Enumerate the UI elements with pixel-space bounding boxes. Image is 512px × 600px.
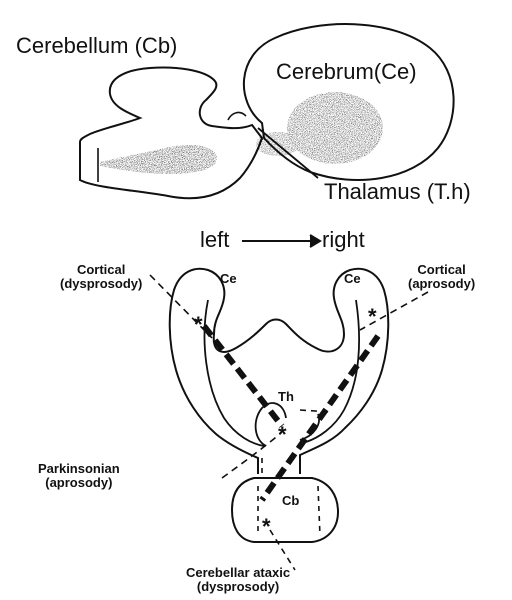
lesion-lines (204, 326, 378, 500)
cortical-left-title: Cortical (60, 263, 142, 277)
cerebellum-brainstem-outline (80, 68, 262, 199)
ce-right-label: Ce (344, 272, 361, 286)
cb-label: Cb (282, 494, 299, 508)
ce-left-label: Ce (220, 272, 237, 286)
lesion-marker-left-cortex: * (194, 314, 203, 336)
thalamus-label: Thalamus (T.h) (324, 180, 471, 203)
cerebrum-label: Cerebrum(Ce) (276, 60, 417, 83)
cortical-right-title: Cortical (408, 263, 475, 277)
cortical-left-subtitle: (dysprosody) (60, 277, 142, 291)
left-cortical-to-thalamus-line (204, 326, 282, 426)
parkinsonian-title: Parkinsonian (38, 462, 120, 476)
cerebellar-subtitle: (dysprosody) (186, 580, 290, 594)
cortical-left-label: Cortical (dysprosody) (60, 263, 142, 290)
lesion-marker-right-cortex: * (368, 306, 377, 328)
left-label: left (200, 228, 229, 251)
cortical-right-subtitle: (aprosody) (408, 277, 475, 291)
lesion-marker-cerebellum: * (262, 516, 271, 538)
cerebellar-label: Cerebellar ataxic (dysprosody) (186, 566, 290, 593)
lesion-marker-thalamus: * (278, 424, 287, 446)
cerebellum-label: Cerebellum (Cb) (16, 34, 177, 57)
shading (100, 92, 383, 174)
parkinsonian-subtitle: (aprosody) (38, 476, 120, 490)
th-label: Th (278, 390, 294, 404)
cerebellar-title: Cerebellar ataxic (186, 566, 290, 580)
right-label: right (322, 228, 365, 251)
arrow-head-icon (310, 235, 320, 247)
parkinsonian-dashed-line (222, 432, 282, 478)
cortical-right-label: Cortical (aprosody) (408, 263, 475, 290)
cerebellar-dashed-line (270, 530, 295, 570)
parkinsonian-label: Parkinsonian (aprosody) (38, 462, 120, 489)
cerebellum-outline (232, 478, 338, 542)
